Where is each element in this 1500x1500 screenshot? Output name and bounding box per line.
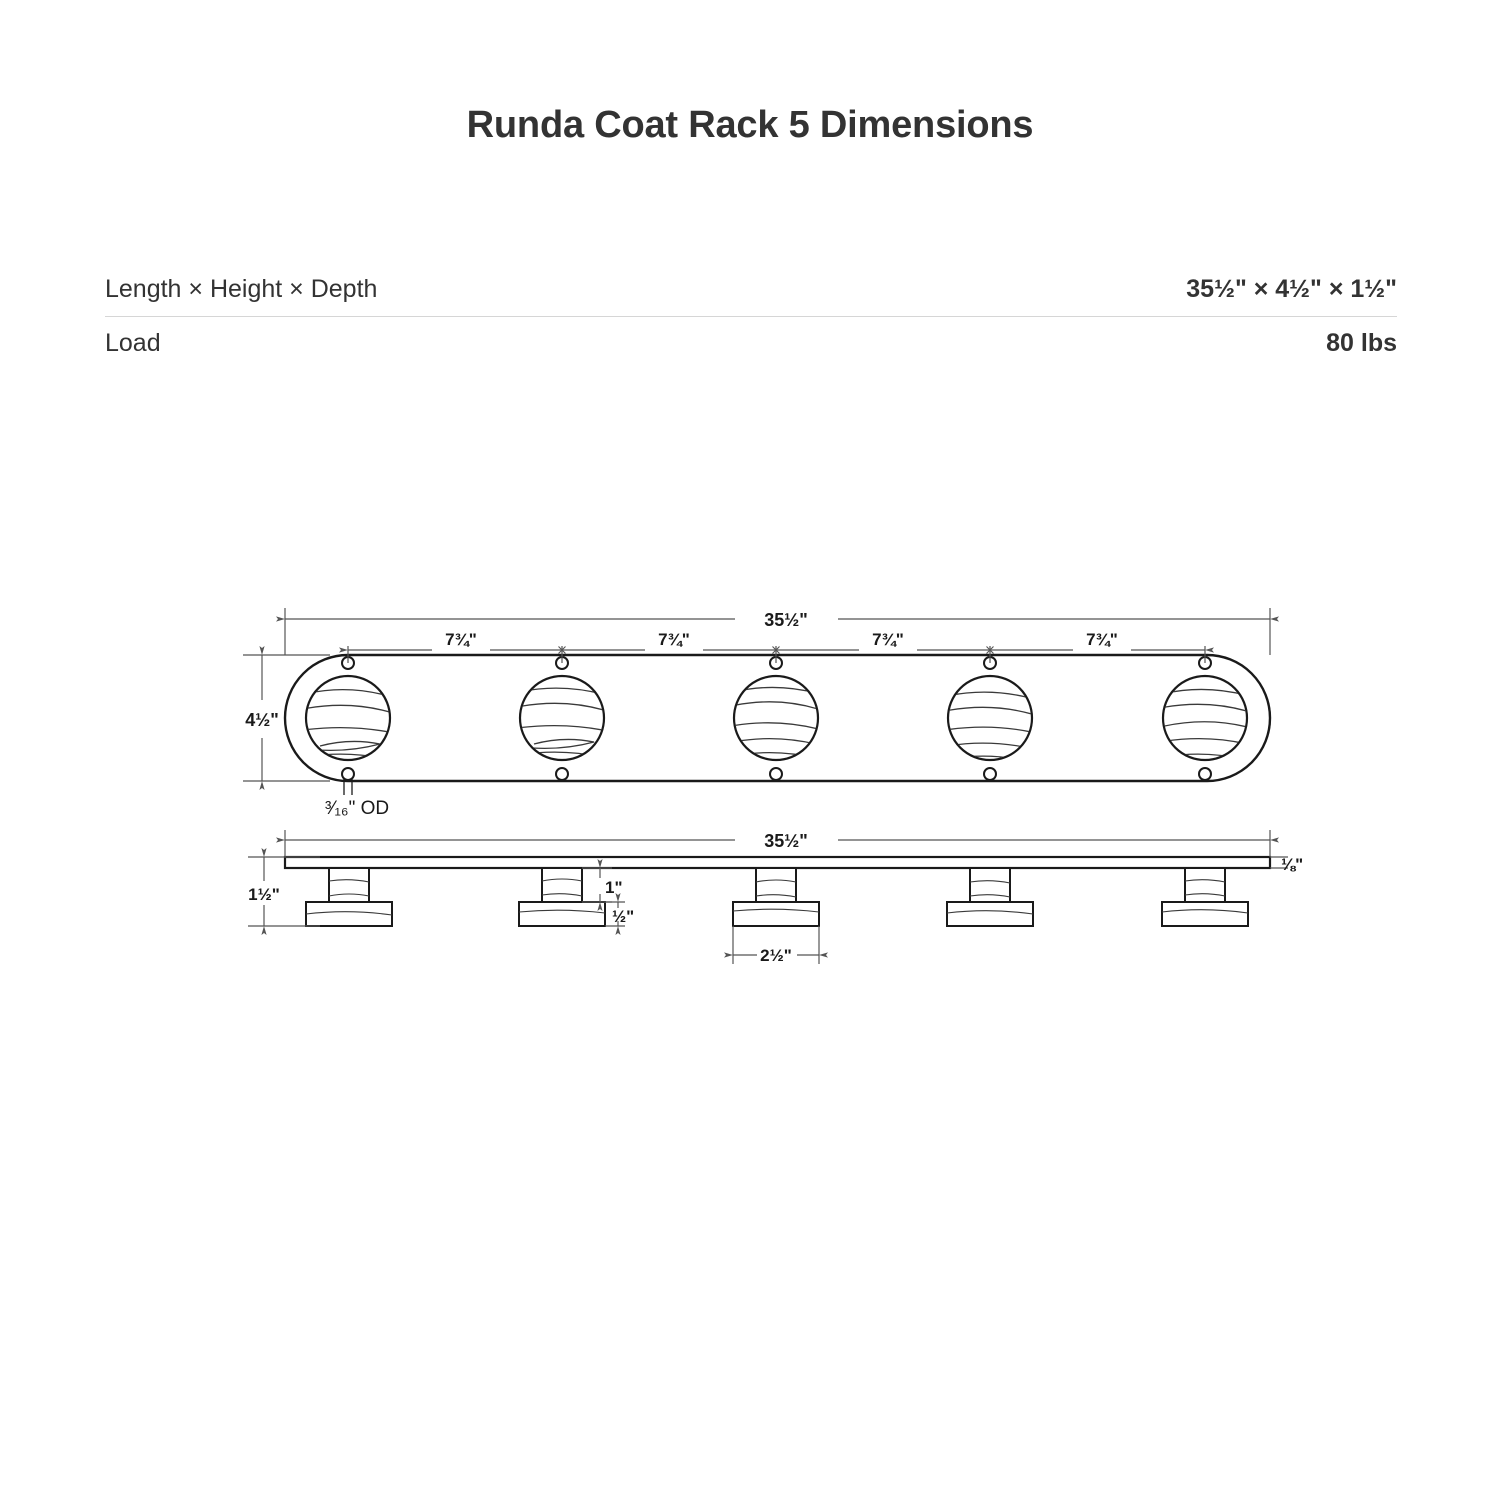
peg-side-4 — [946, 867, 1034, 927]
dimension-base-diameter — [724, 926, 828, 964]
callout-hole-diameter — [343, 778, 353, 795]
side-view: 35½" 1½" 1" — [248, 830, 1303, 965]
dimension-base-thickness — [605, 893, 625, 935]
wood-grain — [1161, 909, 1249, 914]
dimension-label-spacing-1: 7¾" — [445, 630, 477, 649]
wood-grain — [541, 878, 583, 897]
spec-value-load: 80 lbs — [1326, 329, 1397, 357]
peg-side-5 — [1161, 867, 1249, 927]
dimension-total-depth — [248, 848, 320, 935]
screw-hole-bottom — [341, 767, 355, 781]
dimension-label-overall-length-front: 35½" — [764, 610, 808, 630]
spec-label-dimensions: Length × Height × Depth — [105, 274, 378, 303]
page-title: Runda Coat Rack 5 Dimensions — [466, 104, 1034, 146]
dimension-label-spacing-3: 7¾" — [872, 630, 904, 649]
peg-base — [305, 901, 393, 927]
dimension-peg-spacings — [339, 646, 1214, 663]
wood-grain — [946, 910, 1034, 915]
peg-circle — [518, 674, 606, 762]
dimension-overall-height — [243, 646, 330, 790]
wood-grain — [969, 880, 1011, 898]
spec-row-load: Load 80 lbs — [105, 316, 1397, 370]
spec-value-dimensions: 35½" × 4½" × 1½" — [1186, 274, 1397, 303]
dimension-overall-length-front — [276, 608, 1279, 655]
wood-grain — [755, 879, 797, 898]
peg-circle — [1161, 674, 1249, 762]
wood-grain — [305, 911, 393, 916]
dimension-overall-length-side — [276, 830, 1279, 857]
peg-base — [732, 901, 820, 927]
screw-hole-bottom — [555, 767, 569, 781]
wood-grain — [732, 908, 820, 913]
peg-circle — [946, 674, 1034, 762]
peg-circle — [732, 674, 820, 762]
dimension-plate-thickness — [1270, 856, 1288, 869]
specification-table: Length × Height × Depth 35½" × 4½" × 1½"… — [105, 262, 1397, 370]
spec-row-dimensions: Length × Height × Depth 35½" × 4½" × 1½" — [105, 262, 1397, 316]
peg-front-1 — [304, 656, 392, 781]
peg-base — [518, 901, 606, 927]
dimension-label-total-depth: 1½" — [248, 885, 280, 904]
dimension-label-overall-height: 4½" — [245, 710, 279, 730]
dimension-label-plate-thickness: ⅛" — [1281, 855, 1303, 874]
screw-hole-bottom — [769, 767, 783, 781]
peg-side-1 — [305, 867, 393, 927]
peg-circle — [304, 674, 392, 762]
callout-label-hole-diameter: ³⁄₁₆" OD — [325, 798, 389, 819]
peg-base — [946, 901, 1034, 927]
peg-side-2 — [518, 867, 606, 927]
dimension-label-base-diameter: 2½" — [760, 946, 792, 965]
dimension-label-peg-projection: 1" — [605, 878, 623, 897]
front-view: 35½" 7¾" 7¾" 7¾" 7¾" — [243, 608, 1279, 819]
dimension-label-spacing-4: 7¾" — [1086, 630, 1118, 649]
peg-base — [1161, 901, 1249, 927]
dimension-label-base-thickness: ½" — [612, 907, 634, 926]
dimension-label-spacing-2: 7¾" — [658, 630, 690, 649]
dimension-label-overall-length-side: 35½" — [764, 831, 808, 851]
wood-grain — [518, 909, 606, 914]
spec-label-load: Load — [105, 329, 161, 357]
peg-front-5 — [1161, 656, 1249, 781]
screw-hole-bottom — [983, 767, 997, 781]
peg-front-2 — [518, 656, 606, 781]
peg-side-3 — [732, 867, 820, 927]
backplate-profile — [283, 855, 1272, 870]
screw-hole-bottom — [1198, 767, 1212, 781]
wood-grain — [328, 879, 370, 897]
wood-grain — [1184, 879, 1226, 897]
